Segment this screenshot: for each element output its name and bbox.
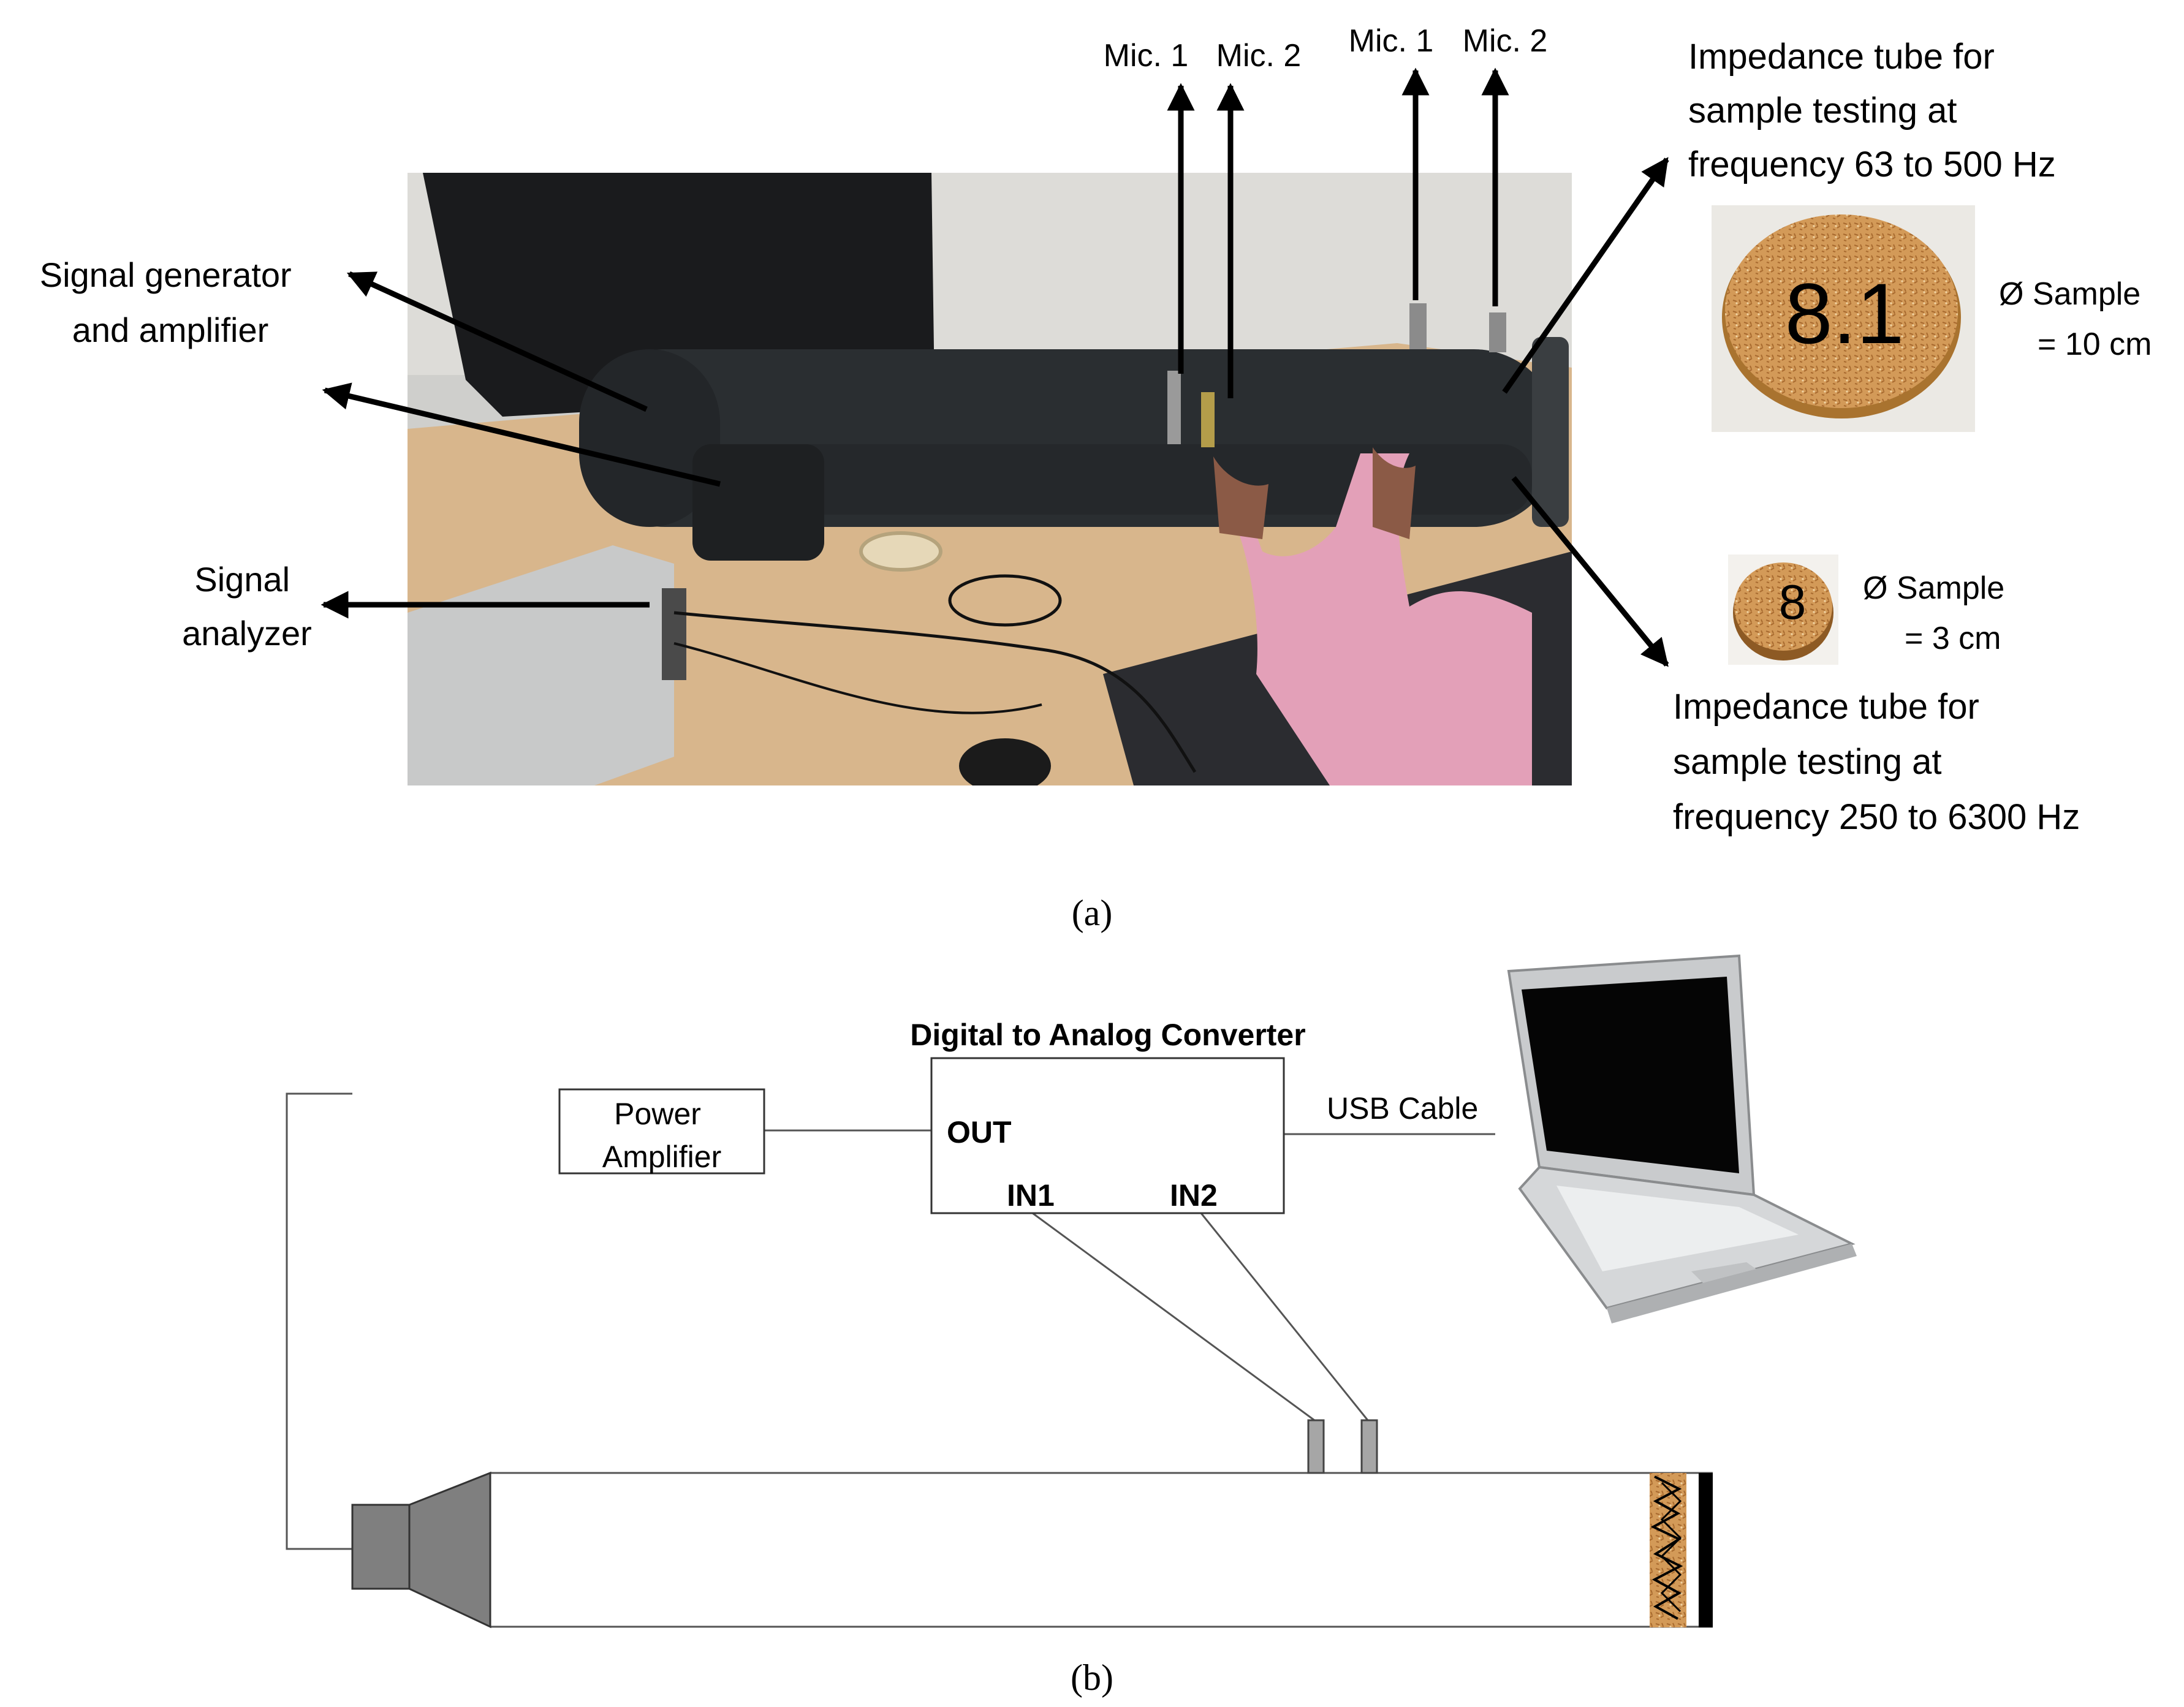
- speaker-cone: [408, 1471, 491, 1629]
- label-small-tube-line1: Impedance tube for: [1673, 687, 1979, 727]
- dac-out-label: OUT: [947, 1115, 1012, 1149]
- label-signal-analyzer-line2: analyzer: [182, 614, 312, 653]
- label-mic1-large: Mic. 1: [1349, 23, 1434, 59]
- mic-1: [1307, 1419, 1325, 1474]
- label-signal-generator-line2: and amplifier: [72, 311, 269, 349]
- arrow-signal-generator-1: [346, 271, 648, 412]
- wire-amp-to-speaker: [286, 1092, 352, 1550]
- label-small-tube-line2: sample testing at: [1673, 742, 1941, 782]
- panel-a-arrows: [320, 67, 1669, 667]
- label-signal-analyzer-line1: Signal: [194, 560, 290, 599]
- label-sample-small-line2: = 3 cm: [1905, 621, 2001, 656]
- label-large-tube-line2: sample testing at: [1688, 91, 1957, 131]
- caption-a: (a): [1072, 893, 1113, 933]
- mic1-large-post: [1409, 303, 1427, 349]
- panel-a-labels: Signal generator and amplifier Signal an…: [40, 23, 2152, 837]
- schematic: [286, 1092, 1495, 1550]
- svg-text:Signal analyzer: Signal analyzer: [182, 560, 312, 653]
- label-small-tube-line3: frequency 250 to 6300 Hz: [1673, 797, 2080, 837]
- power-amplifier-box: [558, 1088, 765, 1175]
- dac-in2-label: IN2: [1170, 1178, 1218, 1213]
- label-large-tube-line1: Impedance tube for: [1688, 37, 1995, 77]
- label-mic1-small: Mic. 1: [1104, 38, 1189, 74]
- wire-in2: [1200, 1213, 1369, 1421]
- usb-cable-label: USB Cable: [1327, 1091, 1478, 1126]
- power-amp-label-line1: Power: [614, 1097, 701, 1131]
- mic-2: [1360, 1419, 1378, 1474]
- arrow-small-tube: [1511, 476, 1669, 667]
- sample-small-photo: 8: [1728, 554, 1838, 665]
- svg-text:Signal generator and amp: Signal generator and amplifier: [40, 255, 301, 349]
- sample-small-marking: 8: [1779, 575, 1807, 629]
- dac-box: [930, 1057, 1285, 1214]
- label-sample-large-line1: Ø Sample: [1999, 276, 2140, 312]
- mic2-large-post: [1489, 312, 1506, 352]
- label-mic2-large: Mic. 2: [1463, 23, 1548, 59]
- setup-photo: [408, 173, 1572, 785]
- svg-text:Impedance tube for sampl: Impedance tube for sample testing at fre…: [1673, 687, 2080, 837]
- wire-in1: [1032, 1212, 1315, 1421]
- power-amp-label-line2: Amplifier: [602, 1140, 721, 1174]
- mic1-small-post: [1167, 371, 1181, 444]
- label-large-tube-line3: frequency 63 to 500 Hz: [1688, 145, 2056, 184]
- svg-text:Power Amplifier: Power Amplifier: [602, 1097, 721, 1174]
- speaker-magnet: [351, 1504, 411, 1590]
- laptop: [1507, 954, 1857, 1323]
- impedance-tube-schematic: [351, 1419, 1713, 1629]
- label-sample-large-line2: = 10 cm: [2038, 327, 2152, 362]
- sample-large-photo: 8.1: [1712, 205, 1975, 432]
- arrow-signal-generator-2: [322, 382, 721, 487]
- operator-arms: [1219, 453, 1532, 785]
- sample-large-marking: 8.1: [1785, 265, 1905, 361]
- rigid-backing: [1699, 1473, 1713, 1627]
- label-mic2-small: Mic. 2: [1216, 38, 1302, 74]
- dac-title: Digital to Analog Converter: [910, 1018, 1305, 1052]
- caption-b: (b): [1071, 1657, 1113, 1698]
- dac-in1-label: IN1: [1007, 1178, 1055, 1213]
- label-signal-generator-line1: Signal generator: [40, 255, 292, 294]
- arrow-large-tube: [1502, 157, 1669, 394]
- svg-text:Ø Sample = 10 cm: Ø Sample = 10 cm: [1999, 276, 2152, 362]
- small-impedance-tube: [692, 444, 1532, 515]
- mic2-small-post: [1201, 392, 1215, 447]
- svg-text:Ø Sample = 3 cm: Ø Sample = 3 cm: [1863, 570, 2014, 656]
- svg-text:Impedance tube for sampl: Impedance tube for sample testing at fre…: [1688, 37, 2056, 184]
- label-sample-small-line1: Ø Sample: [1863, 570, 2004, 606]
